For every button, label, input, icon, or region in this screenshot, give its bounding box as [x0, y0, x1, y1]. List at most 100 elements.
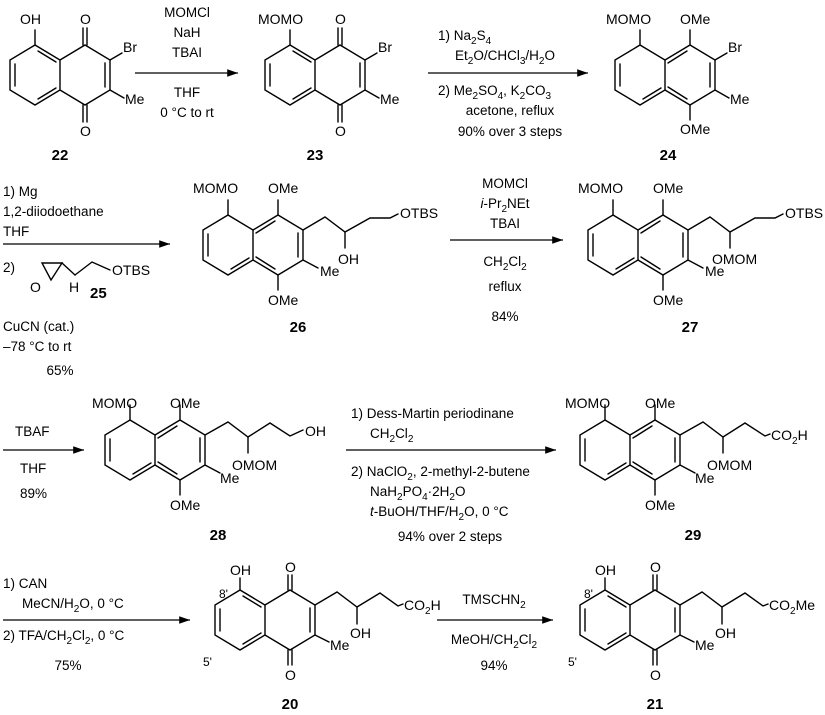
hydrogen-label: H: [69, 279, 79, 295]
yield-label: 94% over 2 steps: [398, 529, 503, 544]
omom-label: OMOM: [232, 457, 277, 473]
condition-line: THF: [20, 461, 46, 476]
methyl-ester-label: CO2Me: [769, 597, 815, 617]
yield-label: 89%: [20, 486, 47, 501]
methoxy-bottom: OMe: [680, 121, 711, 137]
condition-line: MeOH/CH2Cl2: [451, 632, 538, 651]
reagent-line: 1) CAN: [3, 576, 47, 591]
reagent-line: 1) Mg: [3, 184, 38, 199]
condition-line: 2) Me2SO4, K2CO3: [438, 83, 551, 102]
methyl-label: Me: [380, 91, 400, 107]
condition-line: –78 °C to rt: [3, 339, 72, 354]
reagent-line: MeCN/H2O, 0 °C: [22, 596, 124, 615]
compound-number-22: 22: [52, 147, 69, 164]
compound-24: MOMO OMe OMe Br Me 24: [606, 11, 750, 164]
step-7: 1) CAN MeCN/H2O, 0 °C 2) TFA/CH2Cl2, 0 °…: [3, 576, 190, 673]
step-4: MOMCl i-Pr2NEt TBAI CH2Cl2 reflux 84%: [450, 176, 563, 324]
yield-label: 90% over 3 steps: [458, 124, 563, 139]
bromo-label: Br: [123, 39, 137, 55]
methoxy-top: OMe: [680, 11, 711, 27]
methyl-label: Me: [695, 637, 715, 653]
reagent-line: 1) Dess-Martin periodinane: [351, 406, 514, 421]
bromo-label: Br: [378, 39, 392, 55]
methoxy-top: OMe: [170, 395, 201, 411]
otbs-label: OTBS: [112, 262, 150, 278]
reagent-line: i-Pr2NEt: [480, 196, 529, 215]
step-5: TBAF THF 89%: [3, 424, 84, 501]
step-6: 1) Dess-Martin periodinane CH2Cl2 2) NaC…: [346, 406, 556, 544]
momo-label: MOMO: [606, 11, 651, 27]
methoxy-bottom: OMe: [645, 497, 676, 513]
compound-number-21: 21: [647, 696, 664, 713]
reagent-line: NaH: [173, 25, 200, 40]
compound-23: MOMO O O Br Me 23: [258, 11, 400, 164]
compound-number-28: 28: [210, 527, 227, 544]
condition-line: 0 °C to rt: [160, 105, 214, 120]
reagent-line: TBAF: [15, 424, 50, 439]
carbonyl-o-top: O: [335, 11, 346, 27]
position-5-label: 5': [568, 655, 577, 669]
methyl-label: Me: [330, 637, 350, 653]
methoxy-bottom: OMe: [653, 292, 684, 308]
compound-number-27: 27: [682, 319, 699, 336]
carbonyl-o-top: O: [80, 11, 91, 27]
methyl-label: Me: [695, 470, 715, 486]
carboxylic-acid-label: CO2H: [771, 427, 808, 447]
reagent-line: MOMCl: [482, 176, 528, 191]
momo-label: MOMO: [193, 180, 238, 196]
compound-22: OH O O Br Me 22: [9, 11, 145, 164]
compound-number-24: 24: [660, 147, 677, 164]
epoxide-o: O: [30, 279, 41, 295]
omom-label: OMOM: [712, 251, 757, 267]
carbonyl-o-bottom: O: [285, 667, 296, 683]
carboxylic-acid-label: CO2H: [404, 597, 441, 617]
methyl-label: Me: [320, 263, 340, 279]
reagent-line: Et2O/CHCl3/H2O: [455, 48, 555, 67]
compound-number-26: 26: [290, 319, 307, 336]
step-1: MOMCl NaH TBAI THF 0 °C to rt: [135, 5, 238, 120]
reagent-line: TBAI: [490, 216, 520, 231]
methoxy-top: OMe: [645, 395, 676, 411]
compound-28: MOMO OMe OMe Me OMOM OH 28: [92, 395, 326, 544]
step-2: 1) Na2S4 Et2O/CHCl3/H2O 2) Me2SO4, K2CO3…: [428, 28, 588, 139]
hydroxyl-label: OH: [338, 251, 359, 267]
yield-label: 94%: [480, 658, 507, 673]
hydroxyl-label: OH: [595, 562, 616, 578]
compound-29: MOMO OMe OMe Me OMOM CO2H 29: [565, 395, 808, 544]
step-3: 1) Mg 1,2-diiodoethane THF 2) O H OTBS 2…: [3, 184, 170, 378]
bromo-label: Br: [728, 39, 742, 55]
side-chain-hydroxyl: OH: [350, 625, 371, 641]
yield-label: 75%: [54, 658, 81, 673]
yield-label: 65%: [46, 363, 73, 378]
reagent-line: 1,2-diiodoethane: [3, 204, 104, 219]
otbs-label: OTBS: [400, 205, 438, 221]
compound-number-20: 20: [282, 696, 299, 713]
condition-line: acetone, reflux: [466, 103, 555, 118]
epoxide-reagent-25: O H OTBS 25: [30, 261, 150, 302]
reagent-line: 1) Na2S4: [438, 28, 492, 47]
compound-26: MOMO OMe OMe Me OH OTBS 26: [193, 180, 438, 336]
methoxy-top: OMe: [268, 180, 299, 196]
omom-label: OMOM: [707, 457, 752, 473]
yield-label: 84%: [491, 309, 518, 324]
methyl-label: Me: [705, 263, 725, 279]
condition-line: 2) NaClO2, 2-methyl-2-butene: [351, 464, 530, 483]
side-chain-hydroxyl: OH: [715, 625, 736, 641]
compound-27: MOMO OMe OMe Me OMOM OTBS 27: [578, 180, 823, 336]
hydroxyl-label: OH: [20, 11, 41, 27]
hydroxyl-label: OH: [305, 423, 326, 439]
momo-label: MOMO: [258, 11, 303, 27]
position-8-label: 8': [584, 587, 593, 601]
reagent-line: TMSCHN2: [462, 592, 526, 611]
condition-line: t-BuOH/THF/H2O, 0 °C: [370, 504, 509, 523]
methoxy-bottom: OMe: [268, 292, 299, 308]
reagent-line: CH2Cl2: [370, 426, 414, 445]
carbonyl-o-top: O: [285, 559, 296, 575]
momo-label: MOMO: [578, 180, 623, 196]
condition-line: THF: [174, 85, 200, 100]
position-5-label: 5': [203, 655, 212, 669]
condition-line: reflux: [488, 279, 521, 294]
compound-number-25: 25: [90, 285, 107, 302]
carbonyl-o-bottom: O: [335, 123, 346, 139]
